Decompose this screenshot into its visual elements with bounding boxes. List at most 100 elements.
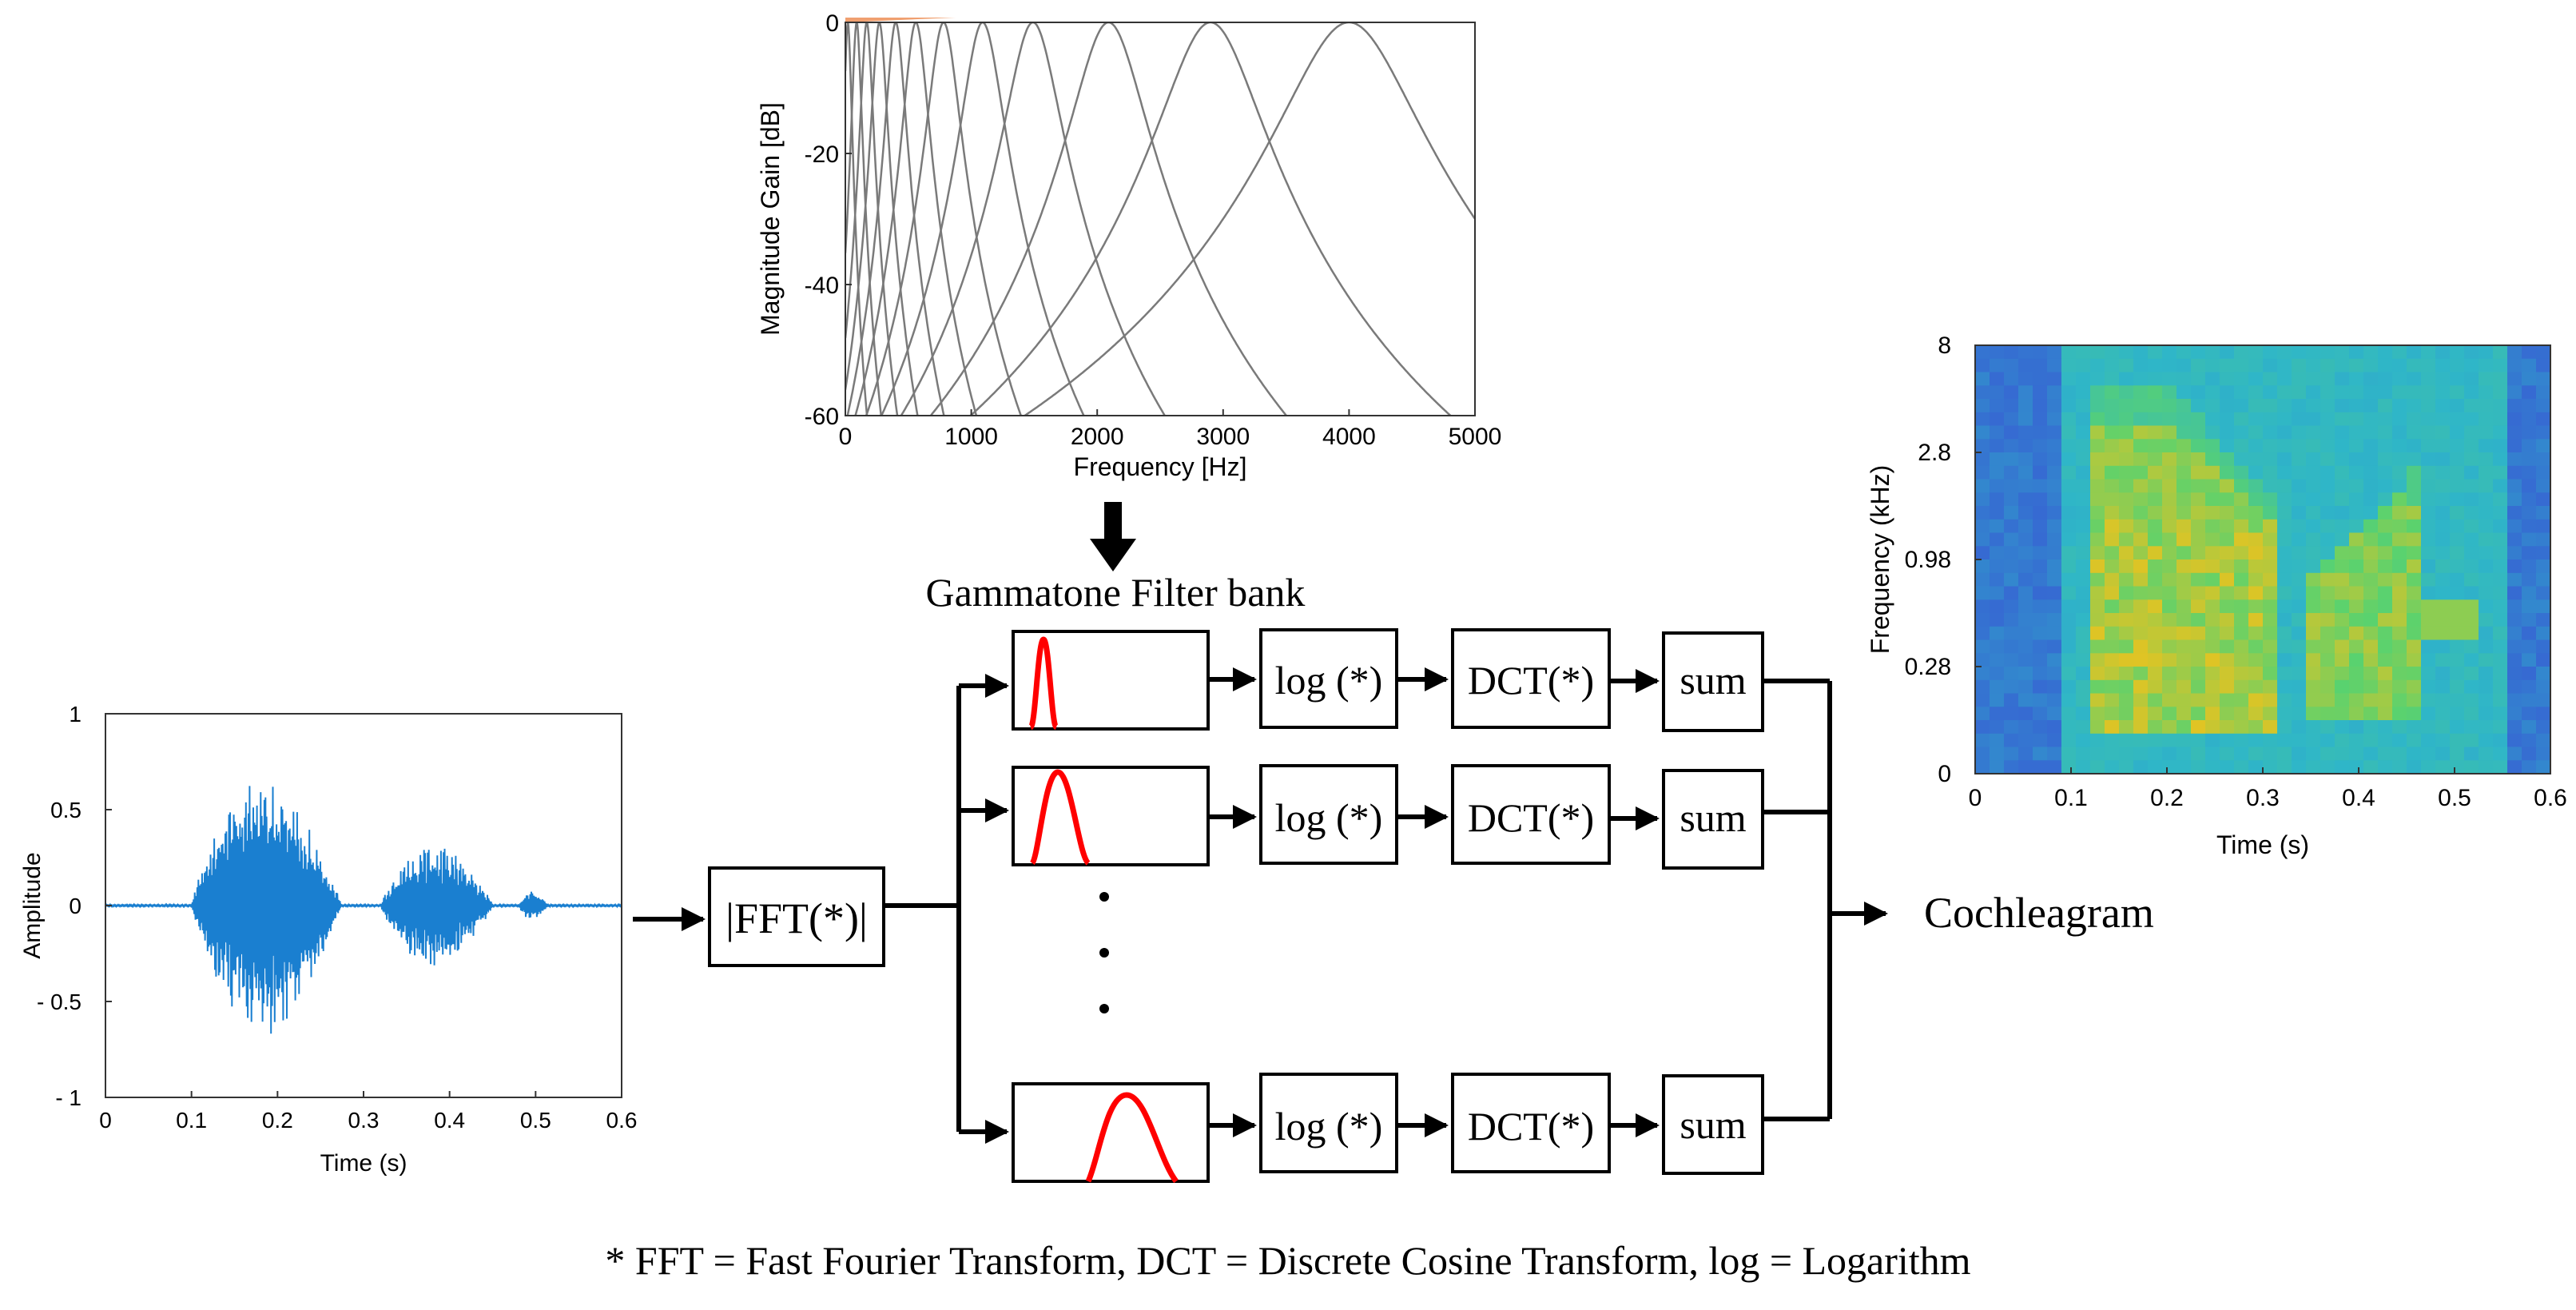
cochleagram-cell xyxy=(2220,532,2235,547)
cochleagram-cell xyxy=(2263,760,2278,774)
cochleagram-cell xyxy=(2479,358,2494,373)
cochleagram-cell xyxy=(2450,679,2465,695)
cochleagram-cell xyxy=(1990,707,2005,721)
cochleagram-cell xyxy=(2306,452,2321,467)
cochleagram-cell xyxy=(2076,653,2091,667)
cochleagram-cell xyxy=(2335,479,2350,494)
cochleagram-cell xyxy=(2378,613,2393,627)
cochleagram-cell xyxy=(2306,492,2321,507)
cochleagram-cell xyxy=(2004,372,2019,387)
cochleagram-cell xyxy=(2105,707,2120,721)
cochleagram-cell xyxy=(2349,439,2364,453)
cochleagram-cell xyxy=(2306,613,2321,627)
cochleagram-cell xyxy=(2292,425,2307,440)
cochleagram-cell xyxy=(2450,439,2465,453)
cochleagram-cell xyxy=(2018,679,2033,695)
cochleagram-cell xyxy=(2363,679,2379,695)
cochleagram-cell xyxy=(2191,399,2206,413)
cochleagram-cell xyxy=(2464,385,2479,400)
cochleagram-cell xyxy=(2464,532,2479,547)
cochleagram-cell xyxy=(2320,425,2335,440)
cochleagram-cell xyxy=(2536,599,2551,614)
cochleagram-cell xyxy=(2176,546,2192,560)
cochleagram-cell xyxy=(2378,667,2393,681)
cochleagram-cell xyxy=(2493,572,2508,587)
merge-lines xyxy=(1763,679,1832,1121)
dct-block-n: DCT(*) xyxy=(1451,1073,1611,1173)
sum-block-1: sum xyxy=(1662,631,1764,732)
cochleagram-cell xyxy=(2061,693,2077,708)
cochleagram-cell xyxy=(2148,345,2163,360)
sum-block-n: sum xyxy=(1662,1074,1764,1175)
cochleagram-cell xyxy=(2205,572,2220,587)
cochleagram-cell xyxy=(2033,707,2048,721)
cochleagram-cell xyxy=(2033,492,2048,507)
cochleagram-cell xyxy=(2191,385,2206,400)
cochleagram-cell xyxy=(2263,479,2278,494)
cochleagram-cell xyxy=(2248,452,2264,467)
cochleagram-cell xyxy=(2306,519,2321,534)
cochleagram-cell xyxy=(2105,452,2120,467)
filter-response-curve xyxy=(845,22,883,416)
cochleagram-cell xyxy=(2004,760,2019,774)
cochleagram-cell xyxy=(2076,667,2091,681)
cochleagram-cell xyxy=(2004,452,2019,467)
cochleagram-cell xyxy=(2306,693,2321,708)
cochleagram-cell xyxy=(2479,626,2494,641)
cochleagram-cell xyxy=(2191,465,2206,480)
cochleagram-cell xyxy=(2450,506,2465,520)
cochleagram-cell xyxy=(2493,345,2508,360)
cochleagram-cell xyxy=(1975,559,1990,574)
cochleagram-cell xyxy=(1990,693,2005,708)
cochleagram-cell xyxy=(2018,626,2033,641)
cochleagram-cell xyxy=(2536,559,2551,574)
cochleagram-cell xyxy=(2349,693,2364,708)
cochleagram-cell xyxy=(2047,479,2062,494)
cochleagram-cell xyxy=(2205,707,2220,721)
cochleagram-cell xyxy=(2493,639,2508,655)
cochleagram-cell xyxy=(1990,626,2005,641)
cochleagram-cell xyxy=(2522,399,2537,413)
cochleagram-cell xyxy=(2435,599,2451,614)
waveform-ytick-label: - 0.5 xyxy=(37,989,81,1014)
cochleagram-cell xyxy=(2248,733,2264,748)
cochleagram-cell xyxy=(2105,358,2120,373)
cochleagram-cell xyxy=(2507,707,2522,721)
cochleagram-cell xyxy=(2047,439,2062,453)
cochleagram-cell xyxy=(2263,626,2278,641)
cochleagram-cell xyxy=(2320,559,2335,574)
cochleagram-cell xyxy=(2536,679,2551,695)
cochleagram-cell xyxy=(2018,506,2033,520)
cochleagram-cell xyxy=(2292,707,2307,721)
cochleagram-cell xyxy=(1990,385,2005,400)
cochleagram-cell xyxy=(2119,667,2134,681)
cochleagram-cell xyxy=(2061,613,2077,627)
filterbank-passband-marker xyxy=(845,18,956,22)
cochleagram-cell xyxy=(2004,747,2019,762)
cochleagram-cell xyxy=(2392,626,2407,641)
cochleagram-cell xyxy=(2105,412,2120,427)
cochleagram-cell xyxy=(2407,599,2422,614)
cochleagram-cell xyxy=(2119,586,2134,601)
cochleagram-cell xyxy=(2176,479,2192,494)
cochleagram-cell xyxy=(2061,667,2077,681)
filterbank-ytick-label: -60 xyxy=(805,404,839,430)
cochleagram-cell xyxy=(2090,667,2105,681)
cochleagram-cell xyxy=(2349,425,2364,440)
cochleagram-cell xyxy=(2450,626,2465,641)
cochleagram-cell xyxy=(2105,653,2120,667)
filterbank-xtick-label: 2000 xyxy=(1071,424,1124,450)
cochleagram-cell xyxy=(2306,385,2321,400)
cochleagram-cell xyxy=(2033,586,2048,601)
cochleagram-cell xyxy=(2320,639,2335,655)
cochleagram-cell xyxy=(2450,425,2465,440)
cochleagram-cell xyxy=(2234,479,2249,494)
cochleagram-cell xyxy=(2407,372,2422,387)
cochleagram-xtick-label: 0.2 xyxy=(2150,785,2184,811)
cochleagram-cell xyxy=(2061,452,2077,467)
cochleagram-cell xyxy=(2234,693,2249,708)
cochleagram-cell xyxy=(2335,358,2350,373)
cochleagram-cell xyxy=(2421,693,2436,708)
cochleagram-cell xyxy=(2507,532,2522,547)
cochleagram-cell xyxy=(2263,492,2278,507)
